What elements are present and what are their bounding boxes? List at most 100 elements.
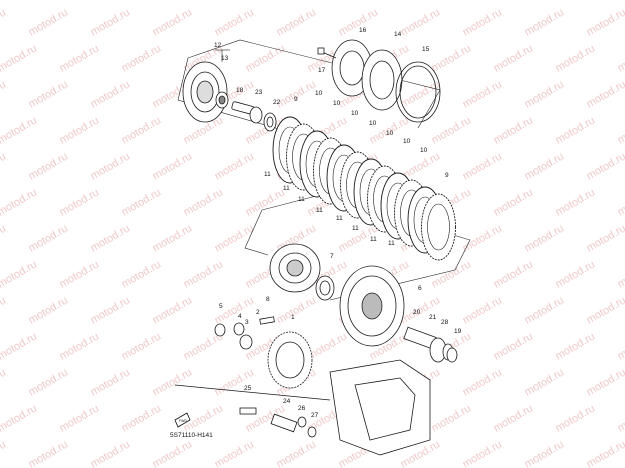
watermark-text: motod.ru	[399, 294, 443, 326]
callout-20: 20	[413, 309, 421, 316]
watermark-text: motod.ru	[27, 78, 71, 110]
callout-9a: 9	[294, 96, 298, 103]
watermark-text: motod.ru	[27, 222, 71, 254]
watermark-text: motod.ru	[461, 438, 505, 468]
watermark-text: motod.ru	[430, 402, 474, 434]
watermark-text: motod.ru	[554, 330, 598, 362]
callout-2: 2	[256, 309, 260, 316]
callout-28: 28	[441, 319, 449, 326]
nut-washer-part	[249, 106, 277, 132]
watermark-text: motod.ru	[554, 186, 598, 218]
watermark-text: motod.ru	[0, 6, 8, 38]
watermark-text: motod.ru	[492, 402, 536, 434]
thrust-washer-part	[315, 275, 335, 301]
watermark-text: motod.ru	[585, 150, 625, 182]
watermark-text: motod.ru	[120, 258, 164, 290]
diaphragm-spring-part	[361, 49, 403, 111]
watermark-text: motod.ru	[585, 438, 625, 468]
watermark-text: motod.ru	[151, 222, 195, 254]
watermark-text: motod.ru	[492, 42, 536, 74]
watermark-text: motod.ru	[213, 366, 257, 398]
watermark-text: motod.ru	[554, 114, 598, 146]
watermark-text: motod.ru	[275, 78, 319, 110]
callout-25: 25	[244, 385, 252, 392]
watermark-text: motod.ru	[182, 0, 226, 3]
watermark-text: motod.ru	[585, 78, 625, 110]
watermark-text: motod.ru	[461, 150, 505, 182]
pressure-plate-part	[182, 61, 228, 123]
callout-1: 1	[291, 314, 295, 321]
watermark-text: motod.ru	[120, 42, 164, 74]
watermark-text: motod.ru	[89, 222, 133, 254]
watermark-text: motod.ru	[0, 402, 39, 434]
callout-19: 19	[454, 328, 462, 335]
watermark-text: motod.ru	[213, 438, 257, 468]
callout-11c: 11	[298, 196, 305, 203]
watermark-text: motod.ru	[616, 330, 625, 362]
watermark-text: motod.ru	[585, 366, 625, 398]
watermark-text: motod.ru	[492, 114, 536, 146]
callout-layer: 12 13 16 14 15 17 18 23 22 9 10 10 10 10…	[170, 27, 462, 439]
watermark-text: motod.ru	[0, 366, 8, 398]
watermark-text: motod.ru	[399, 6, 443, 38]
bolt-part	[317, 47, 337, 59]
callout-10e: 10	[386, 130, 394, 137]
callout-9b: 9	[445, 172, 449, 179]
watermark-text: motod.ru	[492, 186, 536, 218]
o-ring-part	[395, 61, 441, 123]
watermark-text: motod.ru	[492, 258, 536, 290]
front-arrow-icon: FWD	[174, 412, 191, 428]
watermark-text: motod.ru	[306, 0, 350, 3]
callout-10b: 10	[333, 100, 341, 107]
watermark-text: motod.ru	[368, 0, 412, 3]
watermark-text: motod.ru	[0, 294, 8, 326]
watermark-text: motod.ru	[461, 366, 505, 398]
callout-26: 26	[298, 405, 306, 412]
watermark-text: motod.ru	[0, 258, 39, 290]
callout-23: 23	[255, 89, 263, 96]
watermark-text: motod.ru	[120, 114, 164, 146]
shaft-assembly-part	[403, 326, 458, 363]
watermark-text: motod.ru	[0, 42, 39, 74]
watermark-text: motod.ru	[120, 402, 164, 434]
watermark-text: motod.ru	[275, 6, 319, 38]
callout-7: 7	[330, 253, 334, 260]
watermark-text: motod.ru	[120, 186, 164, 218]
watermark-text: motod.ru	[244, 186, 288, 218]
watermark-text: motod.ru	[523, 6, 567, 38]
watermark-text: motod.ru	[58, 402, 102, 434]
callout-11a: 11	[264, 171, 271, 178]
watermark-text: motod.ru	[554, 258, 598, 290]
watermark-text: motod.ru	[523, 294, 567, 326]
callout-11b: 11	[283, 185, 290, 192]
watermark-text: motod.ru	[461, 6, 505, 38]
watermark-text: motod.ru	[275, 438, 319, 468]
watermark-text: motod.ru	[275, 294, 319, 326]
watermark-text: motod.ru	[616, 186, 625, 218]
watermark-text: motod.ru	[213, 222, 257, 254]
bearing-part	[215, 91, 229, 109]
watermark-text: motod.ru	[27, 6, 71, 38]
callout-5: 5	[219, 303, 223, 310]
watermark-text: motod.ru	[616, 402, 625, 434]
watermark-text: motod.ru	[0, 438, 8, 468]
callout-15: 15	[422, 46, 430, 53]
watermark-text: motod.ru	[0, 222, 8, 254]
watermark-text: motod.ru	[585, 294, 625, 326]
watermark-text: motod.ru	[523, 78, 567, 110]
watermark-text: motod.ru	[89, 6, 133, 38]
watermark-text: motod.ru	[492, 330, 536, 362]
watermark-text: motod.ru	[554, 402, 598, 434]
watermark-text: motod.ru	[244, 0, 288, 3]
watermark-text: motod.ru	[430, 0, 474, 3]
callout-6: 6	[418, 285, 422, 292]
callout-10c: 10	[351, 110, 359, 117]
watermark-text: motod.ru	[585, 222, 625, 254]
callout-21: 21	[429, 314, 437, 321]
crankshaft-part	[329, 359, 431, 456]
watermark-text: motod.ru	[151, 438, 195, 468]
watermark-text: motod.ru	[27, 150, 71, 182]
watermark-text: motod.ru	[89, 438, 133, 468]
watermark-text: motod.ru	[523, 150, 567, 182]
